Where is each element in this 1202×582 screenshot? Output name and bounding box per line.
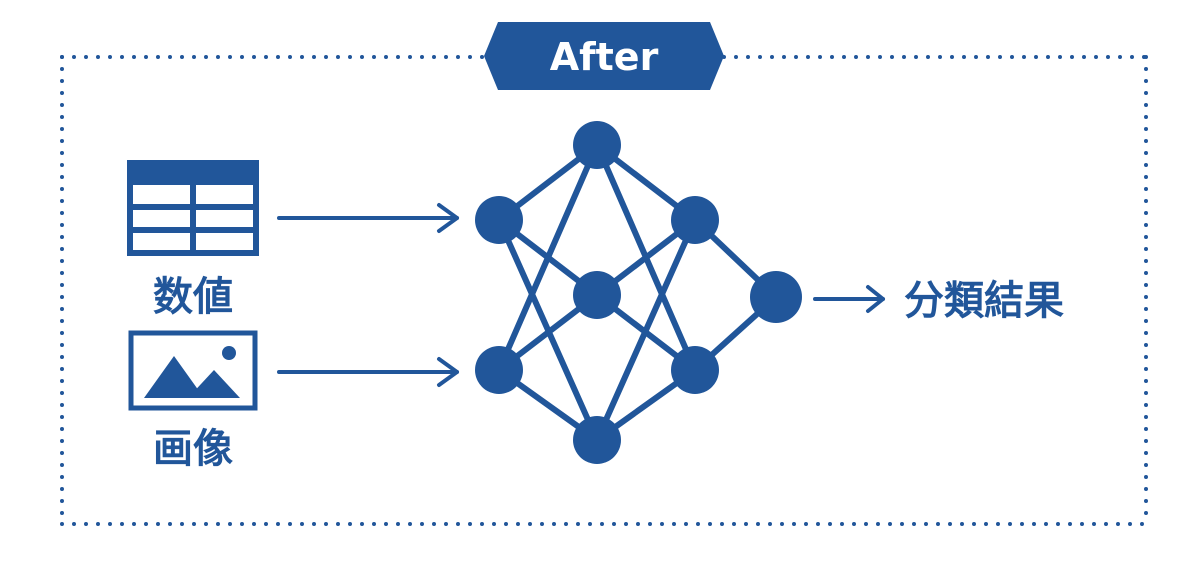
network-node [475,196,523,244]
network-node [750,271,802,323]
numeric-input-arrow [277,203,459,233]
dotted-frame [60,55,1148,526]
network-node [671,346,719,394]
network-edges [496,142,779,443]
image-input-arrow [277,357,459,387]
network-node [573,271,621,319]
network-node [671,196,719,244]
network-node [475,346,523,394]
network-nodes [475,121,802,464]
table-icon [127,160,259,256]
after-badge: After [484,22,724,90]
network-node [573,121,621,169]
network-node [573,416,621,464]
output-arrow [813,285,885,313]
numeric-label: 数値 [153,274,233,320]
image-label: 画像 [153,426,233,472]
image-icon [128,330,258,411]
after-badge-label: After [550,35,659,79]
output-label: 分類結果 [904,278,1064,324]
